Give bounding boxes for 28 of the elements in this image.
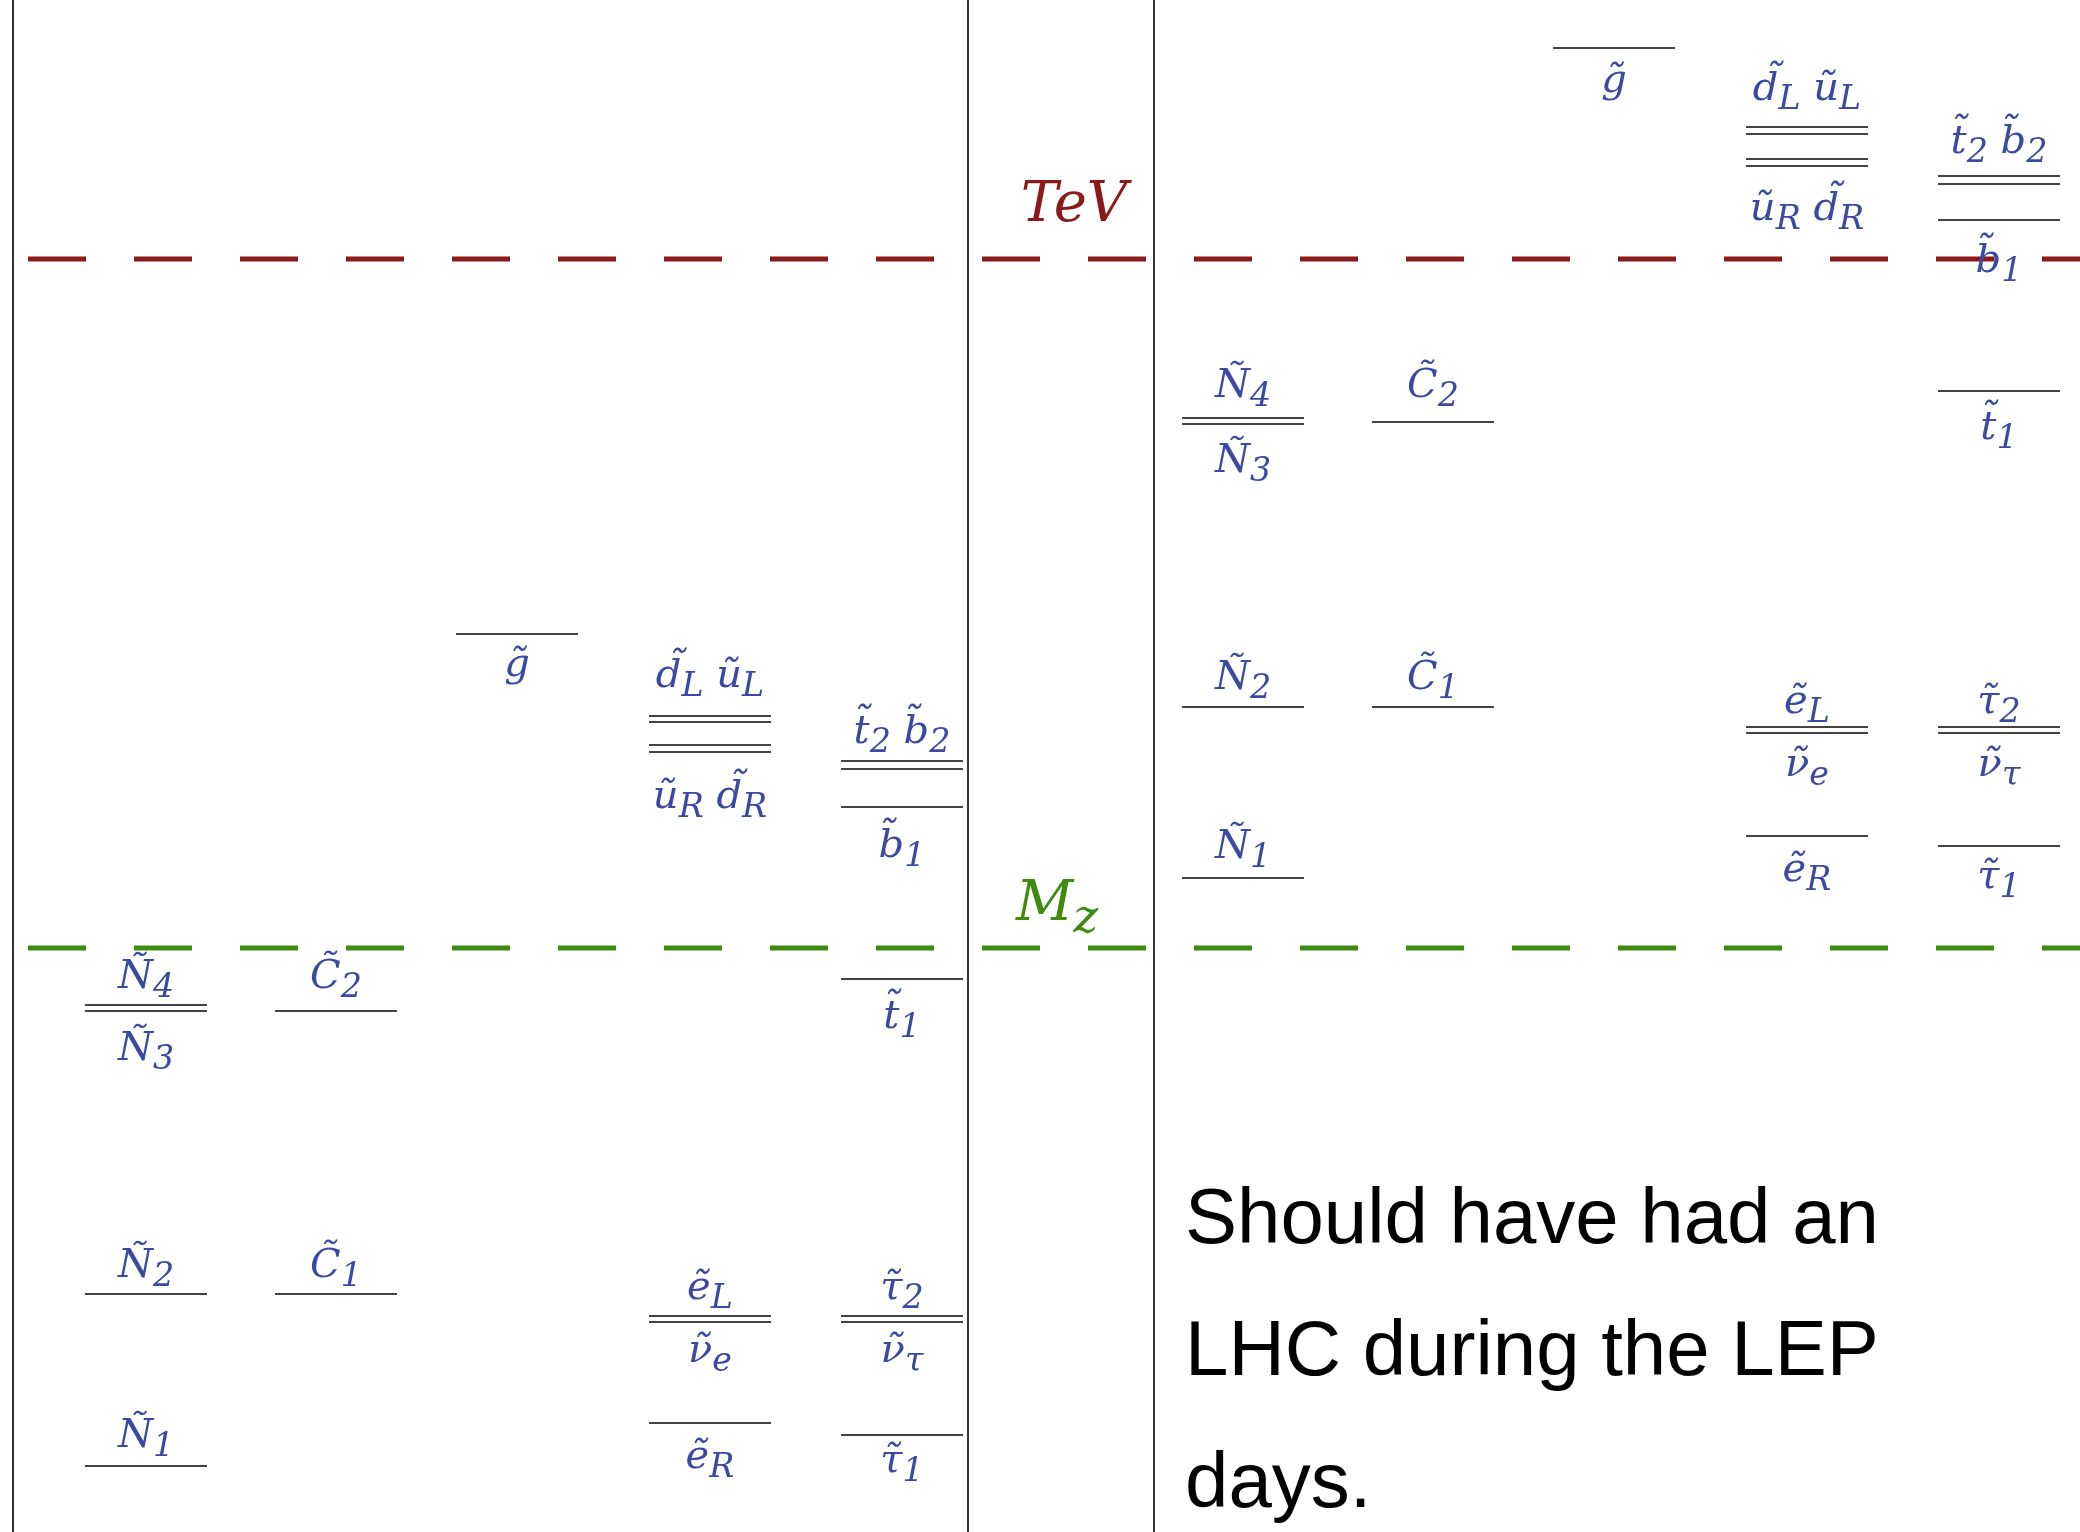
particle-label: g̃ xyxy=(504,640,530,684)
particle-label: Ñ$_{1}$ xyxy=(1214,821,1272,875)
particle-label: ẽ$_{R}$ xyxy=(1782,844,1832,898)
particle-label: g̃ xyxy=(1601,56,1627,100)
particle-label: ẽ$_{L}$ xyxy=(687,1262,733,1316)
particle-label: ν̃$_{τ}$ xyxy=(880,1325,924,1379)
comment-text: Should have had an LHC during the LEP days. xyxy=(1185,1171,1880,1526)
particle-label: Ñ$_{3}$ xyxy=(117,1023,175,1077)
particle-label: ν̃$_{τ}$ xyxy=(1977,739,2021,793)
particle-label: Ñ$_{3}$ xyxy=(1214,435,1272,489)
particle-label: Ñ$_{4}$ xyxy=(117,951,175,1005)
scale-label: M$_{z}$ xyxy=(1016,869,1098,943)
particle-label: ẽ$_{L}$ xyxy=(1784,676,1830,730)
particle-label: Ñ$_{4}$ xyxy=(1214,360,1272,414)
particle-label: Ñ$_{1}$ xyxy=(117,1410,175,1464)
particle-label: C̃$_{2}$ xyxy=(1407,360,1459,414)
particle-label: ν̃$_{e}$ xyxy=(1784,739,1830,793)
particle-label: τ̃$_{2}$ xyxy=(1977,676,2021,730)
particle-label: Ñ$_{2}$ xyxy=(1214,652,1272,706)
particle-label: τ̃$_{1}$ xyxy=(880,1435,924,1489)
particle-label: C̃$_{1}$ xyxy=(1407,652,1459,706)
particle-label: ẽ$_{R}$ xyxy=(685,1431,735,1485)
particle-label: C̃$_{1}$ xyxy=(310,1240,362,1294)
particle-label: ν̃$_{e}$ xyxy=(687,1325,733,1379)
particle-label: τ̃$_{2}$ xyxy=(880,1262,924,1316)
particle-label: τ̃$_{1}$ xyxy=(1977,851,2021,905)
particle-label: C̃$_{2}$ xyxy=(310,951,362,1005)
particle-label: Ñ$_{2}$ xyxy=(117,1240,175,1294)
